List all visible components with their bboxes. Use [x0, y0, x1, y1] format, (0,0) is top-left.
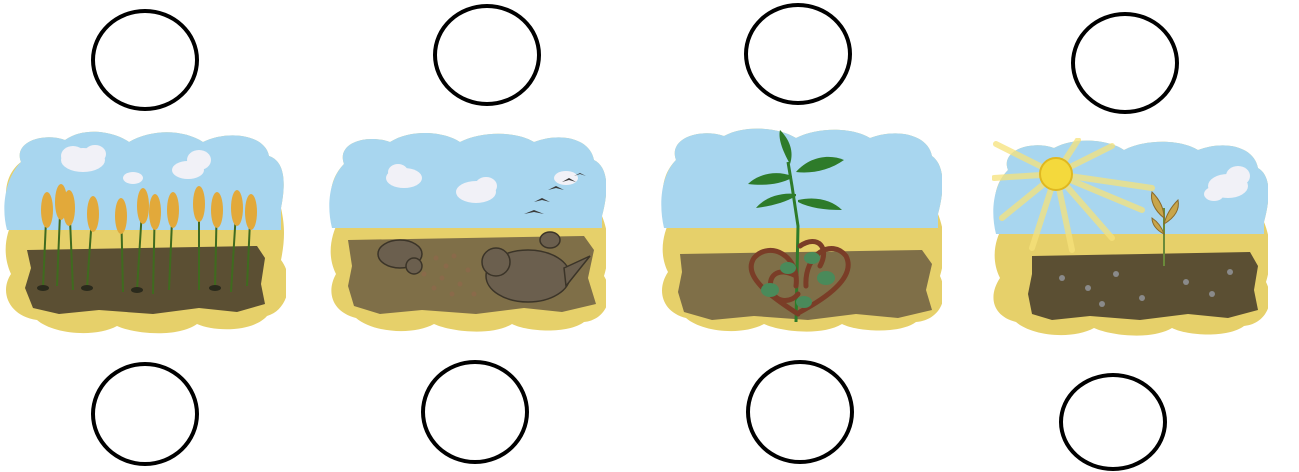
top-answer-circle-1[interactable]	[91, 9, 199, 111]
sun-scorched-plant-illustration	[992, 138, 1268, 338]
birds-eating-seeds-illustration	[328, 128, 606, 333]
bottom-answer-circle-4[interactable]	[1059, 373, 1167, 471]
top-answer-circle-4[interactable]	[1071, 12, 1179, 114]
bottom-answer-circle-1[interactable]	[91, 362, 199, 466]
top-answer-circle-3[interactable]	[744, 3, 852, 105]
bottom-answer-circle-2[interactable]	[421, 360, 529, 464]
ripe-wheat-field-illustration	[3, 128, 286, 336]
bottom-answer-circle-3[interactable]	[746, 360, 854, 464]
weeds-strangling-plant-illustration	[660, 126, 942, 334]
top-answer-circle-2[interactable]	[433, 4, 541, 106]
